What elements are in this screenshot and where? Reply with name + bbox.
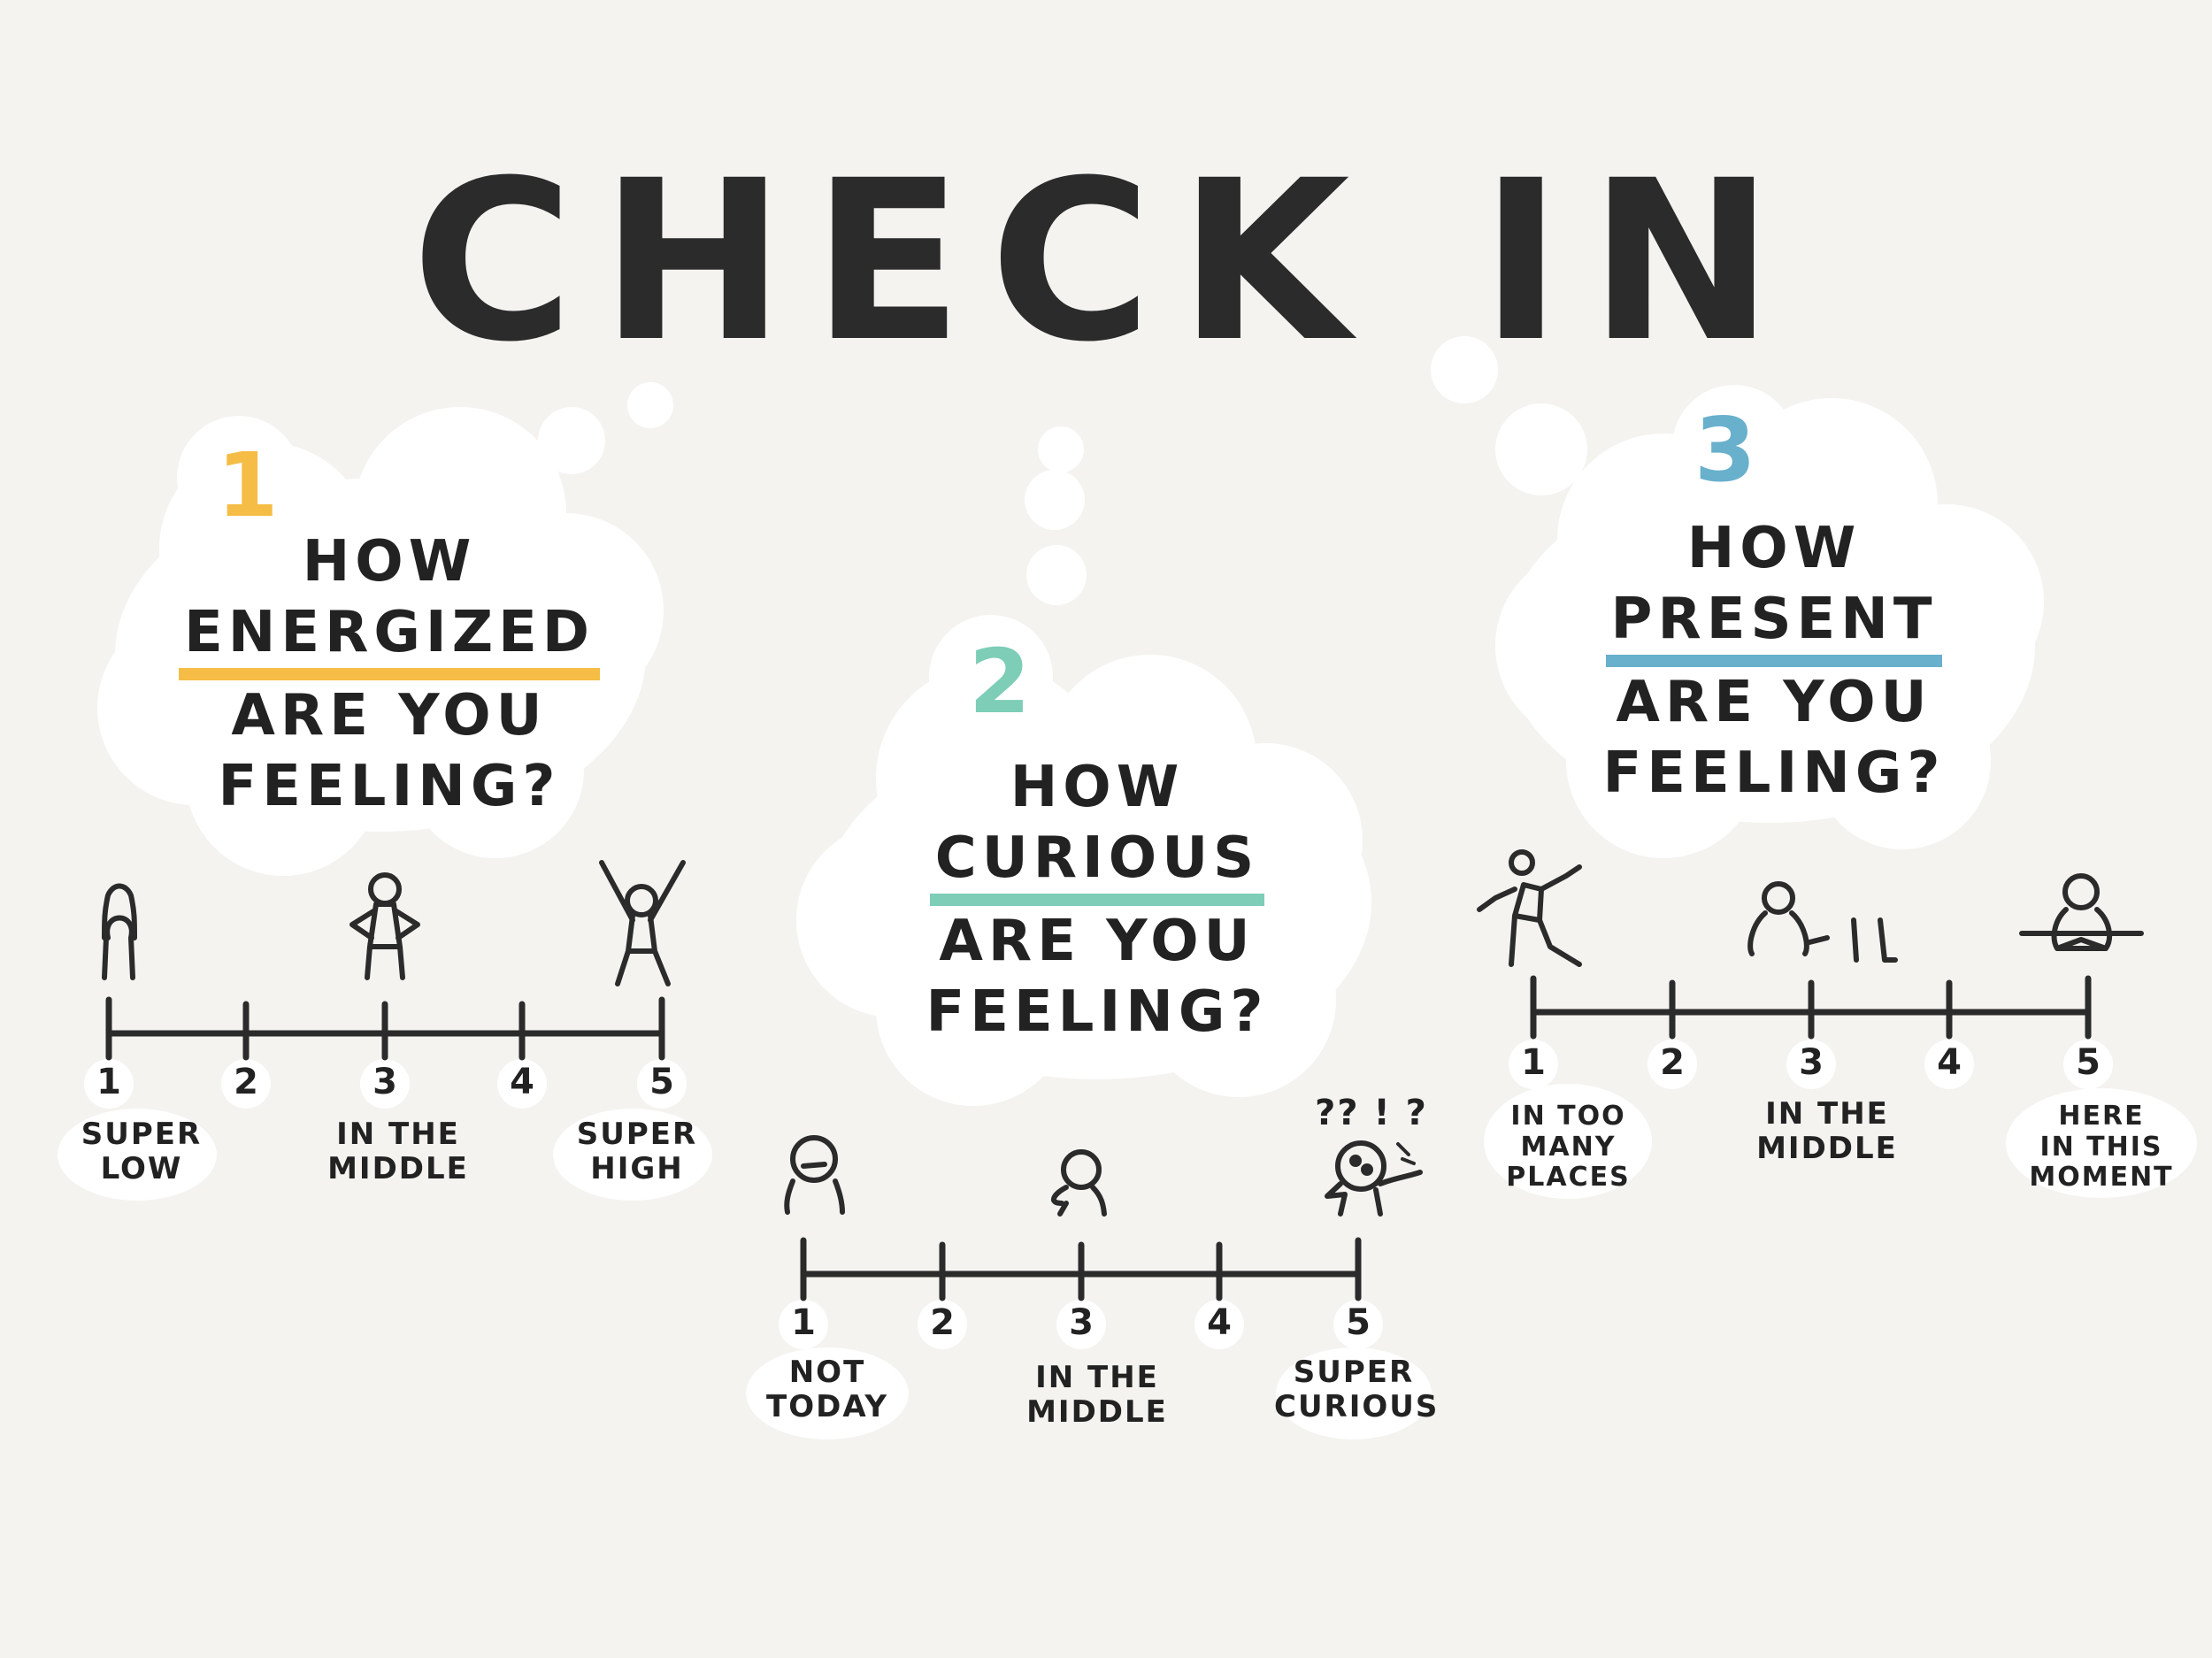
question-3-keyword: PRESENT xyxy=(1605,584,1943,667)
scale-3-low-label: IN TOO MANY PLACES xyxy=(1506,1101,1631,1193)
scale-3-high-label: HERE IN THIS MOMENT xyxy=(2029,1101,2174,1193)
scale-1-tick-4: 4 xyxy=(510,1062,534,1102)
question-1-number: 1 xyxy=(217,434,279,537)
question-1-keyword: ENERGIZED xyxy=(179,597,600,680)
question-3-number: 3 xyxy=(1694,398,1756,502)
scale-3-tick-2: 2 xyxy=(1660,1042,1685,1083)
scale-2-low-label: NOT TODAY xyxy=(766,1355,888,1425)
scale-2-mid-label: IN THE MIDDLE xyxy=(1026,1360,1168,1431)
scale-1-label-bubbles xyxy=(58,1059,712,1201)
question-3-line-3: ARE YOU xyxy=(1616,670,1932,735)
curious-question-marks: ?? ! ? xyxy=(1315,1093,1428,1133)
question-2-line-1: HOW xyxy=(1010,755,1185,820)
scale-2-high-label: SUPER CURIOUS xyxy=(1274,1355,1440,1425)
question-3-line-4: FEELING? xyxy=(1602,741,1946,806)
cloud-3 xyxy=(1495,385,2044,858)
scale-3-tick-5: 5 xyxy=(2076,1042,2101,1083)
question-3-line-1: HOW xyxy=(1686,516,1862,581)
curious-dash-marks xyxy=(1396,1142,1416,1165)
question-1-line-3: ARE YOU xyxy=(231,683,548,748)
page-title: CHECK IN xyxy=(411,133,1801,390)
scale-1-mid-label: IN THE MIDDLE xyxy=(327,1117,469,1187)
question-2-line-3: ARE YOU xyxy=(939,909,1256,974)
question-3: HOW PRESENT ARE YOU FEELING? xyxy=(1562,513,1986,809)
scale-2-tick-5: 5 xyxy=(1346,1302,1371,1343)
question-1-line-1: HOW xyxy=(302,529,477,595)
scale-1-tick-5: 5 xyxy=(649,1062,674,1102)
scale-3-tick-4: 4 xyxy=(1937,1042,1962,1083)
scale-1-tick-2: 2 xyxy=(234,1062,258,1102)
number-lines xyxy=(105,975,2092,1301)
scale-1-low-label: SUPER LOW xyxy=(81,1117,203,1187)
scale-3-tick-3: 3 xyxy=(1799,1042,1824,1083)
energy-figures xyxy=(102,860,686,986)
question-2: HOW CURIOUS ARE YOU FEELING? xyxy=(894,752,1301,1048)
scale-2-tick-3: 3 xyxy=(1069,1302,1094,1343)
cloud-1 xyxy=(97,407,664,876)
question-2-keyword: CURIOUS xyxy=(929,823,1265,906)
scale-3-mid-label: IN THE MIDDLE xyxy=(1756,1096,1898,1167)
scale-1-tick-1: 1 xyxy=(96,1062,121,1102)
scale-1-high-label: SUPER HIGH xyxy=(576,1117,698,1187)
thought-trail-dots xyxy=(538,336,1587,605)
scale-2-tick-1: 1 xyxy=(791,1302,816,1343)
scale-2-tick-4: 4 xyxy=(1207,1302,1232,1343)
question-2-line-4: FEELING? xyxy=(926,979,1269,1045)
curious-figures xyxy=(784,1135,1423,1217)
question-1-line-4: FEELING? xyxy=(218,754,561,819)
presence-figures xyxy=(1477,849,2144,967)
scale-3-tick-1: 1 xyxy=(1521,1042,1546,1083)
scale-2-tick-2: 2 xyxy=(930,1302,955,1343)
scale-3-label-bubbles xyxy=(1484,1040,2197,1199)
scale-2-label-bubbles xyxy=(746,1300,1432,1439)
scale-1-tick-3: 3 xyxy=(373,1062,397,1102)
question-2-number: 2 xyxy=(969,630,1031,733)
question-1: HOW ENERGIZED ARE YOU FEELING? xyxy=(168,526,611,822)
